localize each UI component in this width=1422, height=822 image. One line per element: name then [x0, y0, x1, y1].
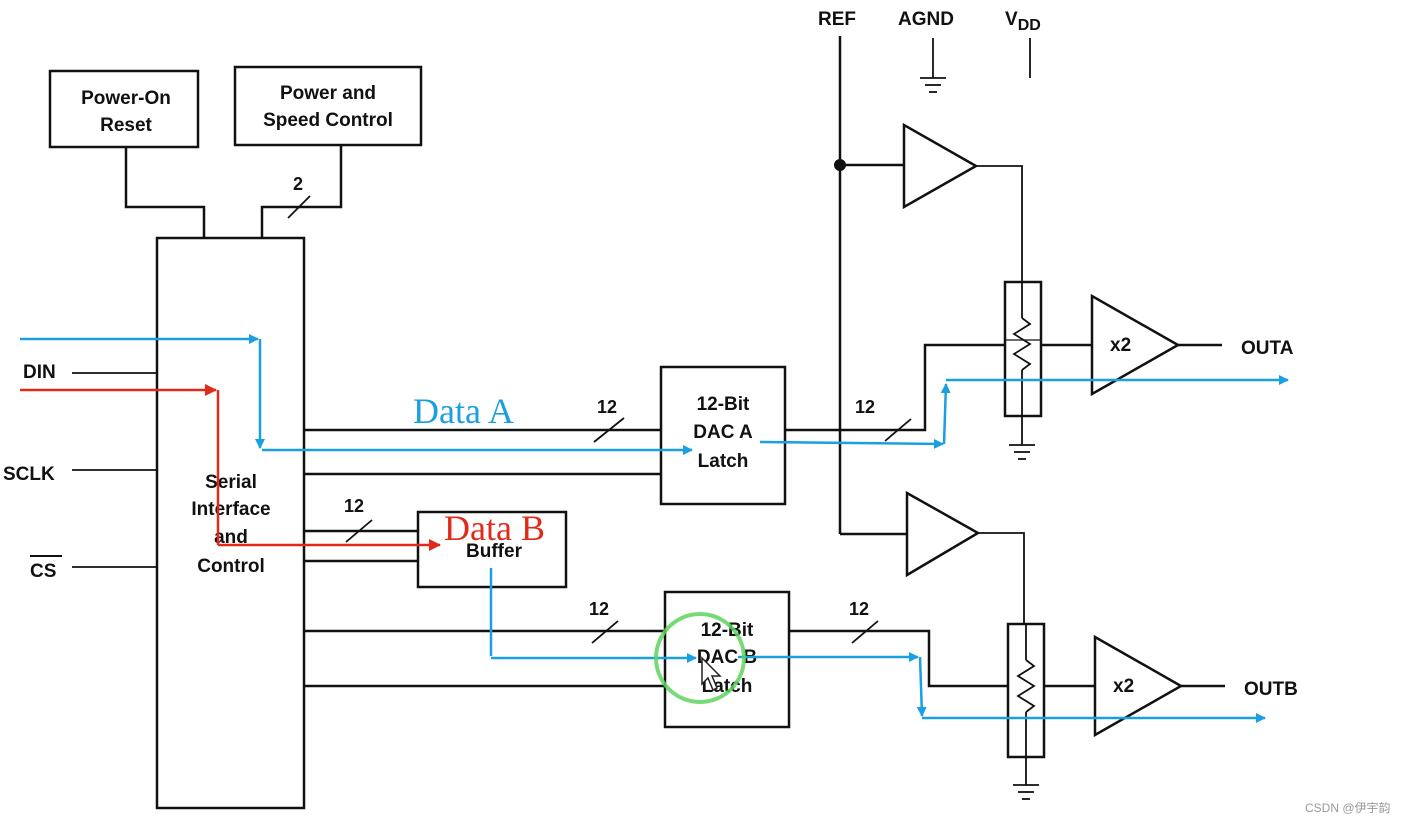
dac-a-line3: Latch	[698, 451, 749, 472]
dac-a-line1: 12-Bit	[697, 394, 750, 415]
bus-width-data-b-out: 12	[849, 599, 869, 619]
buffer-label: Buffer	[466, 541, 523, 562]
mouse-pointer-icon	[701, 656, 722, 692]
output-amp-b: x2	[1093, 634, 1184, 738]
resistor-string-b-icon	[1006, 622, 1046, 759]
data-b-path	[20, 384, 441, 551]
power-speed-line2: Speed Control	[263, 110, 393, 131]
output-amp-b-gain: x2	[1113, 676, 1134, 697]
output-amp-a-gain: x2	[1110, 335, 1131, 356]
pin-cs: CS	[30, 561, 56, 582]
bus-width-buffer-in: 12	[344, 496, 364, 516]
ref-buffer-amp-a-icon	[902, 122, 979, 210]
dac-a-latch-block: 12-Bit DAC A Latch	[659, 365, 787, 506]
output-amp-a: x2	[1090, 293, 1181, 397]
serial-line1: Serial	[205, 472, 257, 493]
data-b-transfer-path	[489, 568, 1266, 723]
wiring	[72, 36, 1225, 785]
bus-width-data-a-in: 12	[597, 397, 617, 417]
data-b-annotation: Data B	[444, 508, 545, 548]
resistor-string-a-icon	[1003, 280, 1043, 418]
cursor-highlight-ring	[654, 612, 746, 704]
bus-width-power-control: 2	[293, 174, 303, 194]
agnd-ground-icon	[920, 77, 946, 93]
power-on-reset-line1: Power-On	[81, 88, 171, 109]
ref-junction-dot	[834, 159, 846, 171]
pin-sclk: SCLK	[3, 464, 55, 485]
power-speed-control-block: Power and Speed Control	[233, 65, 423, 147]
pin-outa: OUTA	[1241, 338, 1294, 359]
outb-ground-icon	[1013, 784, 1039, 800]
pin-vdd-sub: DD	[1018, 17, 1041, 34]
dac-b-line1: 12-Bit	[701, 620, 754, 641]
pin-outb: OUTB	[1244, 679, 1298, 700]
serial-line3: and	[214, 527, 248, 548]
dac-b-latch-block: 12-Bit DAC B Latch	[663, 590, 791, 729]
power-speed-line1: Power and	[280, 83, 376, 104]
serial-interface-block: Serial Interface and Control	[155, 236, 306, 810]
serial-line4: Control	[197, 556, 265, 577]
ref-buffer-amp-b-icon	[905, 490, 981, 578]
data-a-path	[20, 334, 1289, 455]
pin-ref: REF	[818, 9, 856, 30]
bus-width-data-a-out: 12	[855, 397, 875, 417]
pin-vdd-main: V	[1005, 9, 1018, 30]
serial-line2: Interface	[191, 499, 270, 520]
power-on-reset-block: Power-On Reset	[48, 69, 200, 149]
outa-ground-icon	[1009, 444, 1035, 460]
watermark: CSDN @伊宇韵	[1305, 800, 1391, 815]
bus-width-data-b-in: 12	[589, 599, 609, 619]
data-a-annotation: Data A	[413, 391, 514, 431]
pin-agnd: AGND	[898, 9, 954, 30]
pin-vdd: VDD	[1005, 9, 1041, 34]
power-on-reset-line2: Reset	[100, 115, 152, 136]
pin-din: DIN	[23, 362, 56, 383]
dac-a-line2: DAC A	[693, 422, 753, 443]
